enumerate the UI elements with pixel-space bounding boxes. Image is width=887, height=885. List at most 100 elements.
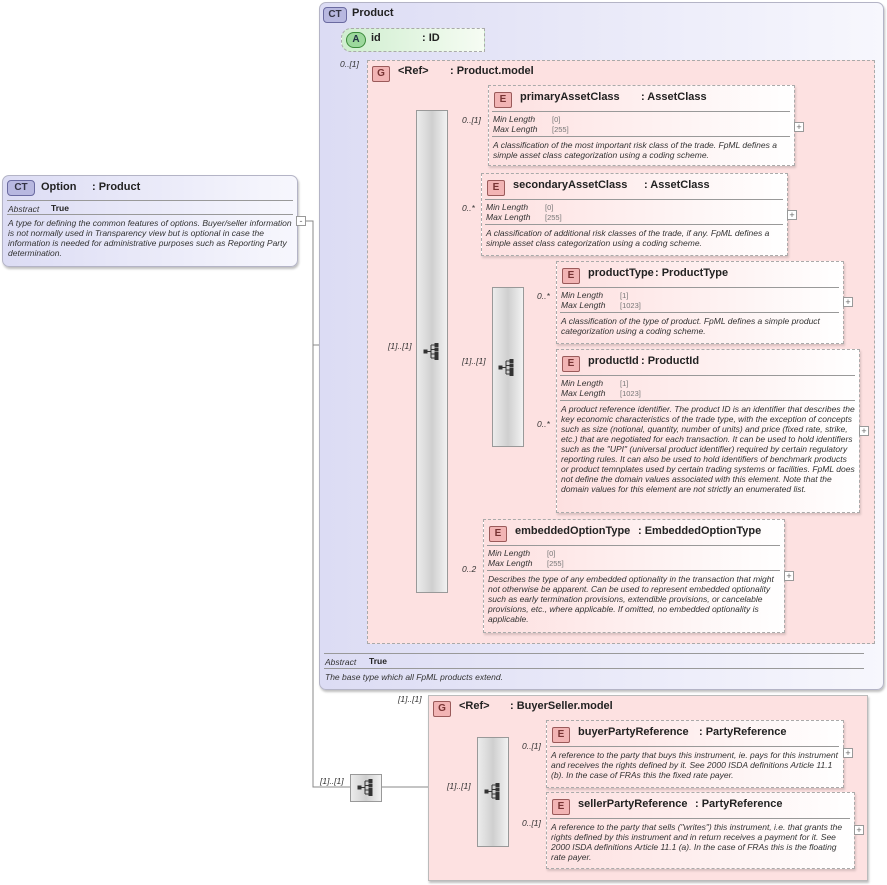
option-complex-type[interactable]: CT Option : Product Abstract True A type… [2,175,298,267]
expand-toggle[interactable]: + [787,210,797,220]
occurrence-label: [1]..[1] [320,776,344,786]
element-name: buyerPartyReference [578,726,689,738]
element-buyer-party-reference[interactable]: E buyerPartyReference : PartyReference A… [546,720,844,788]
abstract-label: Abstract [325,657,357,667]
sequence-icon [484,783,500,800]
element-badge: E [552,727,570,743]
element-type: : PartyReference [695,798,783,810]
element-type: : ProductType [655,267,729,279]
element-name: productType [588,267,654,279]
element-seller-party-reference[interactable]: E sellerPartyReference : PartyReference … [546,792,855,869]
element-name: embeddedOptionType [515,525,631,537]
facet-value: [255] [552,125,569,134]
element-badge: E [487,180,505,196]
facet-value: [1023] [620,301,641,310]
product-id-sequence[interactable] [492,287,524,447]
facet-label: Max Length [486,212,531,222]
group-name: : Product.model [450,65,534,77]
complex-type-badge: CT [7,180,35,196]
facet-label: Min Length [493,114,536,124]
product-name: Product [352,7,394,19]
element-secondary-asset-class[interactable]: E secondaryAssetClass : AssetClass Min L… [481,173,788,256]
element-description: A classification of the most important r… [493,140,777,160]
element-type: : EmbeddedOptionType [638,525,762,537]
expand-toggle[interactable]: - [296,216,306,226]
facet-label: Min Length [488,548,531,558]
element-badge: E [494,92,512,108]
sequence-icon [357,779,373,796]
element-name: secondaryAssetClass [513,179,628,191]
element-type: : AssetClass [644,179,710,191]
facet-label: Min Length [561,290,604,300]
facet-value: [255] [545,213,562,222]
complex-type-badge: CT [323,7,347,23]
abstract-label: Abstract [8,204,40,214]
element-badge: E [552,799,570,815]
element-embedded-option-type[interactable]: E embeddedOptionType : EmbeddedOptionTyp… [483,519,785,633]
expand-toggle[interactable]: + [784,571,794,581]
occurrence-label: [1]..[1] [388,341,412,351]
group-badge: G [433,701,451,717]
occurrence-label: [1]..[1] [462,356,486,366]
attribute-badge: A [346,32,366,48]
facet-value: [1023] [620,389,641,398]
abstract-value: True [51,203,69,213]
element-description: A reference to the party that buys this … [551,750,838,780]
occurrence-label: [1]..[1] [447,781,471,791]
element-type: : PartyReference [699,726,787,738]
element-badge: E [562,356,580,372]
element-description: A reference to the party that sells ("wr… [551,822,843,862]
facet-label: Max Length [493,124,538,134]
element-description: A classification of the type of product.… [561,316,820,336]
facet-label: Max Length [561,388,606,398]
element-description: Describes the type of any embedded optio… [488,574,774,624]
option-sequence[interactable] [350,774,382,802]
buyer-seller-sequence[interactable] [477,737,509,847]
expand-toggle[interactable]: + [843,297,853,307]
facet-label: Min Length [561,378,604,388]
group-ref: <Ref> [459,700,490,712]
facet-value: [0] [547,549,556,558]
occurrence-label: [1]..[1] [398,694,422,704]
group-badge: G [372,66,390,82]
element-product-type[interactable]: E productType : ProductType Min Length [… [556,261,844,344]
group-ref: <Ref> [398,65,429,77]
facet-value: [0] [545,203,554,212]
element-name: sellerPartyReference [578,798,688,810]
expand-toggle[interactable]: + [859,426,869,436]
abstract-value: True [369,656,387,666]
occurrence-label: 0..[1] [462,115,481,125]
facet-value: [1] [620,379,629,388]
facet-value: [255] [547,559,564,568]
element-primary-asset-class[interactable]: E primaryAssetClass : AssetClass Min Len… [488,85,795,166]
occurrence-label: 0..* [537,419,550,429]
element-description: A classification of additional risk clas… [486,228,770,248]
occurrence-label: 0..2 [462,564,477,574]
expand-toggle[interactable]: + [794,122,804,132]
facet-label: Max Length [488,558,533,568]
occurrence-label: 0..[1] [522,818,541,828]
element-name: productId [588,355,639,367]
element-description: A product reference identifier. The prod… [561,404,855,494]
occurrence-label: 0..[1] [340,59,359,69]
facet-label: Min Length [486,202,529,212]
attribute-type: : ID [422,32,440,44]
element-product-id[interactable]: E productId : ProductId Min Length [1] M… [556,349,860,513]
expand-toggle[interactable]: + [854,825,864,835]
option-description: A type for defining the common features … [8,218,292,258]
element-badge: E [562,268,580,284]
facet-value: [1] [620,291,629,300]
occurrence-label: 0..[1] [522,741,541,751]
facet-label: Max Length [561,300,606,310]
occurrence-label: 0..* [462,203,475,213]
occurrence-label: 0..* [537,291,550,301]
sequence-icon [498,359,514,376]
attribute-name: id [371,32,381,44]
element-badge: E [489,526,507,542]
facet-value: [0] [552,115,561,124]
product-model-sequence[interactable] [416,110,448,593]
expand-toggle[interactable]: + [843,748,853,758]
element-type: : AssetClass [641,91,707,103]
group-name: : BuyerSeller.model [510,700,613,712]
sequence-icon [423,343,439,360]
